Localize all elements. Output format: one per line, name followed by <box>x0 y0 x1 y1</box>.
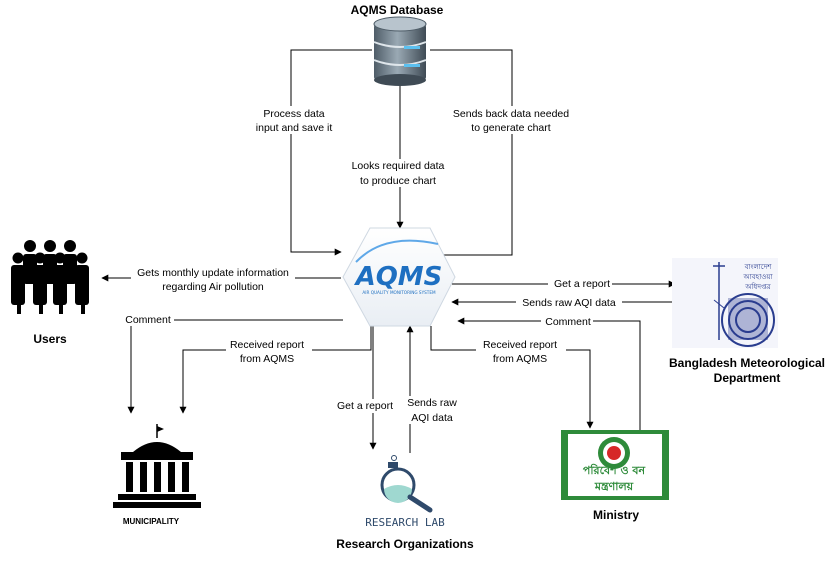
svg-text:Gets monthly update informatio: Gets monthly update information <box>137 267 289 279</box>
label-monthly-update: Gets monthly update information regardin… <box>131 266 295 294</box>
label-comment-ministry: Comment <box>541 315 593 328</box>
bmd-title-line1: Bangladesh Meteorological <box>669 356 825 370</box>
svg-text:বাংলাদেশ: বাংলাদেশ <box>744 263 773 271</box>
svg-text:Received report: Received report <box>230 339 304 351</box>
label-get-report-bmd: Get a report <box>548 277 612 290</box>
label-received-ministry: Received report from AQMS <box>476 338 566 366</box>
users-title: Users <box>33 332 67 346</box>
bmd-title-line2: Department <box>714 371 781 385</box>
label-sends-raw-research: Sends raw AQI data <box>404 396 462 424</box>
svg-text:মন্ত্রণালয়: মন্ত্রণালয় <box>594 480 634 493</box>
database-title: AQMS Database <box>351 3 444 17</box>
aqms-logo-text: AQMS <box>354 262 443 292</box>
edge-comment-ministry <box>457 317 641 430</box>
svg-text:regarding Air pollution: regarding Air pollution <box>162 281 264 293</box>
label-sends-back: Sends back data needed to generate chart <box>450 106 576 134</box>
svg-text:Get a report: Get a report <box>554 278 610 290</box>
svg-text:input and save it: input and save it <box>256 122 333 134</box>
svg-text:Process data: Process data <box>263 108 324 120</box>
svg-text:Get a report: Get a report <box>337 400 393 412</box>
label-looks-required: Looks required data to produce chart <box>345 159 455 187</box>
research-logo-text: RESEARCH LAB <box>365 516 445 529</box>
svg-text:to generate chart: to generate chart <box>471 122 550 134</box>
edge-sends-back <box>430 49 513 256</box>
municipality-building-icon <box>113 424 201 508</box>
ministry-title: Ministry <box>593 508 639 522</box>
svg-text:to produce chart: to produce chart <box>360 175 436 187</box>
svg-text:পরিবেশ ও বন: পরিবেশ ও বন <box>583 463 646 477</box>
aqms-logo[interactable]: AQMS AIR QUALITY MONITORING SYSTEM <box>342 227 456 327</box>
label-get-report-research: Get a report <box>334 399 398 413</box>
svg-text:from AQMS: from AQMS <box>240 353 294 365</box>
svg-text:Sends raw AQI data: Sends raw AQI data <box>522 297 616 309</box>
label-received-municipality: Received report from AQMS <box>226 338 312 366</box>
svg-text:Comment: Comment <box>545 316 591 328</box>
svg-text:Received report: Received report <box>483 339 557 351</box>
edge-comment-municipality <box>127 319 343 414</box>
database-icon <box>373 16 427 86</box>
svg-text:Sends back data needed: Sends back data needed <box>453 108 569 120</box>
svg-text:আবহাওয়া: আবহাওয়া <box>742 273 773 281</box>
edge-process-data <box>290 49 372 256</box>
aqms-logo-subtext: AIR QUALITY MONITORING SYSTEM <box>362 290 436 295</box>
svg-text:Comment: Comment <box>125 314 171 326</box>
svg-text:AQI data: AQI data <box>411 412 453 424</box>
svg-text:অধিদপ্তর: অধিদপ্তর <box>744 283 770 291</box>
users-group-icon <box>11 240 89 314</box>
research-lab-icon <box>380 455 433 513</box>
research-title: Research Organizations <box>336 537 474 551</box>
svg-text:from AQMS: from AQMS <box>493 353 547 365</box>
svg-text:Sends raw: Sends raw <box>407 397 457 409</box>
svg-text:Looks required data: Looks required data <box>352 160 445 172</box>
bmd-logo: বাংলাদেশ আবহাওয়া অধিদপ্তর <box>672 258 778 348</box>
label-comment-municipality: Comment <box>122 313 174 326</box>
ministry-logo: পরিবেশ ও বন মন্ত্রণালয় <box>561 430 669 500</box>
label-process-data: Process data input and save it <box>250 106 338 134</box>
label-sends-raw-bmd: Sends raw AQI data <box>516 296 622 309</box>
municipality-title: MUNICIPALITY <box>123 517 180 526</box>
